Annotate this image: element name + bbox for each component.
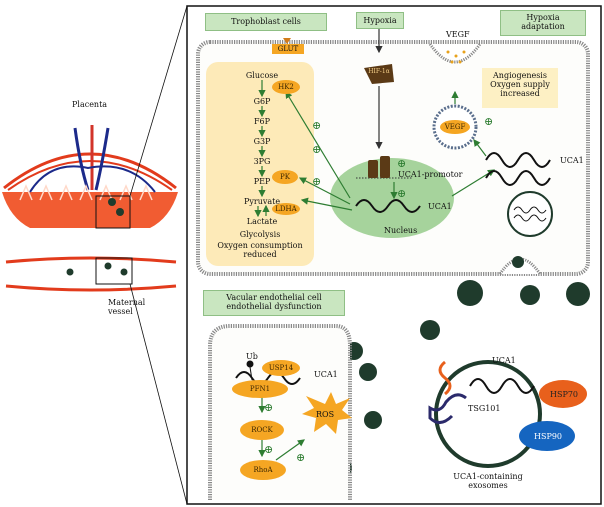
glycolysis-step: Pyruvate: [244, 197, 281, 206]
plus-icon: ⊕: [397, 187, 407, 200]
placenta-label: Placenta: [72, 100, 108, 109]
hsp70-label: HSP70: [550, 390, 579, 399]
plus-icon: ⊕: [312, 119, 322, 132]
placenta-illustration: [2, 5, 188, 505]
glycolysis-step: Glucose: [245, 71, 279, 80]
pfn1-protein: PFN1: [232, 380, 288, 398]
hypoxia-adaptation-title: Hypoxia adaptation: [500, 10, 586, 36]
vegf-vesicle-label: VEGF: [440, 120, 470, 134]
plus-icon: ⊕: [264, 443, 274, 456]
maternal-vessel-label: Maternal vessel: [108, 298, 146, 317]
glycolysis-step: Lactate: [246, 217, 278, 226]
hif-label: HIF-1α: [368, 68, 390, 75]
glycolysis-region: [206, 62, 314, 266]
plus-icon: ⊕: [397, 157, 407, 170]
angiogenesis-label: Angiogenesis Oxygen supply increased: [482, 68, 558, 108]
glut-label: GLUT: [272, 44, 304, 54]
ros-label: ROS: [316, 410, 335, 419]
plus-icon: ⊕: [484, 115, 494, 128]
ldha-enzyme: LDHA: [272, 203, 300, 215]
uca1-promoter-label: UCA1-promotor: [398, 170, 463, 179]
hk2-enzyme: HK2: [272, 80, 300, 94]
oxygen-consumption-label: Oxygen consumption reduced: [217, 241, 303, 260]
exosome-membrane: [434, 360, 542, 468]
uca1-exosome-label: UCA1: [492, 356, 516, 365]
hsp90-label: HSP90: [534, 432, 563, 441]
glycolysis-step: G6P: [253, 97, 271, 106]
hypoxia-label: Hypoxia: [356, 12, 404, 29]
uca1-nucleus-label: UCA1: [428, 202, 452, 211]
vegf-release-label: VEGF: [446, 30, 470, 39]
glycolysis-step: G3P: [253, 137, 271, 146]
plus-icon: ⊕: [312, 143, 322, 156]
glycolysis-step: PEP: [253, 177, 271, 186]
ub-label: Ub: [246, 352, 258, 361]
endothelial-title: Vacular endothelial cell endothelial dys…: [203, 290, 345, 316]
tsg101-label: TSG101: [468, 404, 501, 413]
glycolysis-step: F6P: [253, 117, 271, 126]
exosome-caption: UCA1-containing exosomes: [453, 472, 523, 491]
glycolysis-label: Glycolysis: [239, 230, 281, 239]
plus-icon: ⊕: [312, 175, 322, 188]
pk-enzyme: PK: [272, 170, 298, 184]
ros-burst: [302, 392, 352, 434]
endothelial-membrane: [208, 324, 352, 500]
plus-icon: ⊕: [296, 451, 306, 464]
uca1-cytoplasm-label: UCA1: [560, 156, 584, 165]
uca1-endothelial-label: UCA1: [314, 370, 338, 379]
rock-protein: ROCK: [240, 420, 284, 440]
plus-icon: ⊕: [264, 401, 274, 414]
glycolysis-step: 3PG: [253, 157, 271, 166]
nucleus-label: Nucleus: [384, 226, 418, 235]
trophoblast-title: Trophoblast cells: [205, 13, 327, 31]
usp14-protein: USP14: [262, 360, 300, 376]
rhoa-protein: RhoA: [240, 460, 286, 480]
